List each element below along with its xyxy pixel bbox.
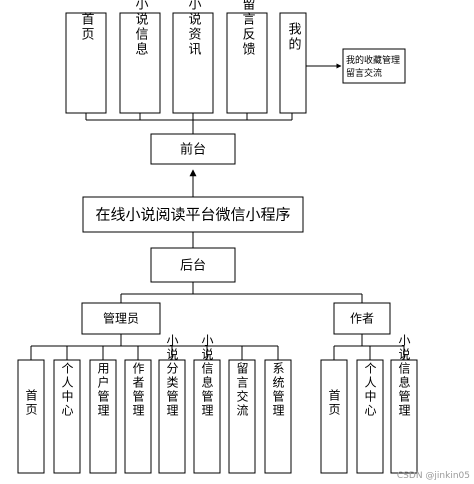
system-title-box xyxy=(82,196,304,233)
back-label: 后台 xyxy=(180,259,206,274)
front-box xyxy=(150,133,236,165)
author-module-novels: 小说信息管理 xyxy=(397,334,411,418)
admin-module-box-personal xyxy=(53,359,81,474)
front-module-box-novel-info xyxy=(119,12,161,114)
author-module-personal: 个人中心 xyxy=(363,362,377,418)
my-feature-favorites: 我的收藏管理 xyxy=(346,54,400,66)
author-module-box-personal xyxy=(356,359,384,474)
admin-module-box-messages xyxy=(228,359,256,474)
front-module-box-mine xyxy=(279,12,307,114)
admin-module-box-categories xyxy=(158,359,186,474)
front-module-novel-info: 小说信息 xyxy=(133,0,149,57)
admin-module-system: 系统管理 xyxy=(271,362,285,418)
front-module-novel-news: 小说资讯 xyxy=(186,0,202,57)
system-title: 在线小说阅读平台微信小程序 xyxy=(95,206,290,224)
admin-module-box-authors xyxy=(124,359,152,474)
author-module-box-novels xyxy=(390,359,418,474)
admin-module-personal: 个人中心 xyxy=(60,362,74,418)
author-module-home: 首页 xyxy=(327,389,341,417)
admin-module-home: 首页 xyxy=(24,389,38,417)
front-module-feedback: 留言反馈 xyxy=(240,0,256,57)
admin-module-novels: 小说信息管理 xyxy=(200,334,214,418)
my-feature-messages: 留言交流 xyxy=(346,67,382,79)
admin-module-box-users xyxy=(89,359,117,474)
front-module-mine: 我的 xyxy=(286,22,302,52)
admin-module-authors: 作者管理 xyxy=(131,362,145,418)
front-module-box-home xyxy=(65,12,107,114)
admin-module-users: 用户管理 xyxy=(96,362,110,418)
admin-module-box-system xyxy=(264,359,292,474)
my-features-box xyxy=(342,48,406,84)
front-module-box-novel-news xyxy=(172,12,214,114)
front-module-box-feedback xyxy=(226,12,268,114)
connector-lines xyxy=(30,63,405,360)
admin-module-categories: 小说分类管理 xyxy=(165,334,179,418)
admin-label: 管理员 xyxy=(103,311,139,326)
front-module-home: 首页 xyxy=(79,12,95,42)
watermark: CSDN @jinkin05 xyxy=(397,471,470,481)
author-box xyxy=(333,302,391,335)
author-label: 作者 xyxy=(350,312,374,326)
back-box xyxy=(150,247,236,283)
front-label: 前台 xyxy=(180,142,206,158)
author-module-box-home xyxy=(320,359,348,474)
admin-module-box-novels xyxy=(193,359,221,474)
admin-module-messages: 留言交流 xyxy=(235,362,249,418)
admin-module-box-home xyxy=(17,359,45,474)
admin-box xyxy=(81,302,161,335)
